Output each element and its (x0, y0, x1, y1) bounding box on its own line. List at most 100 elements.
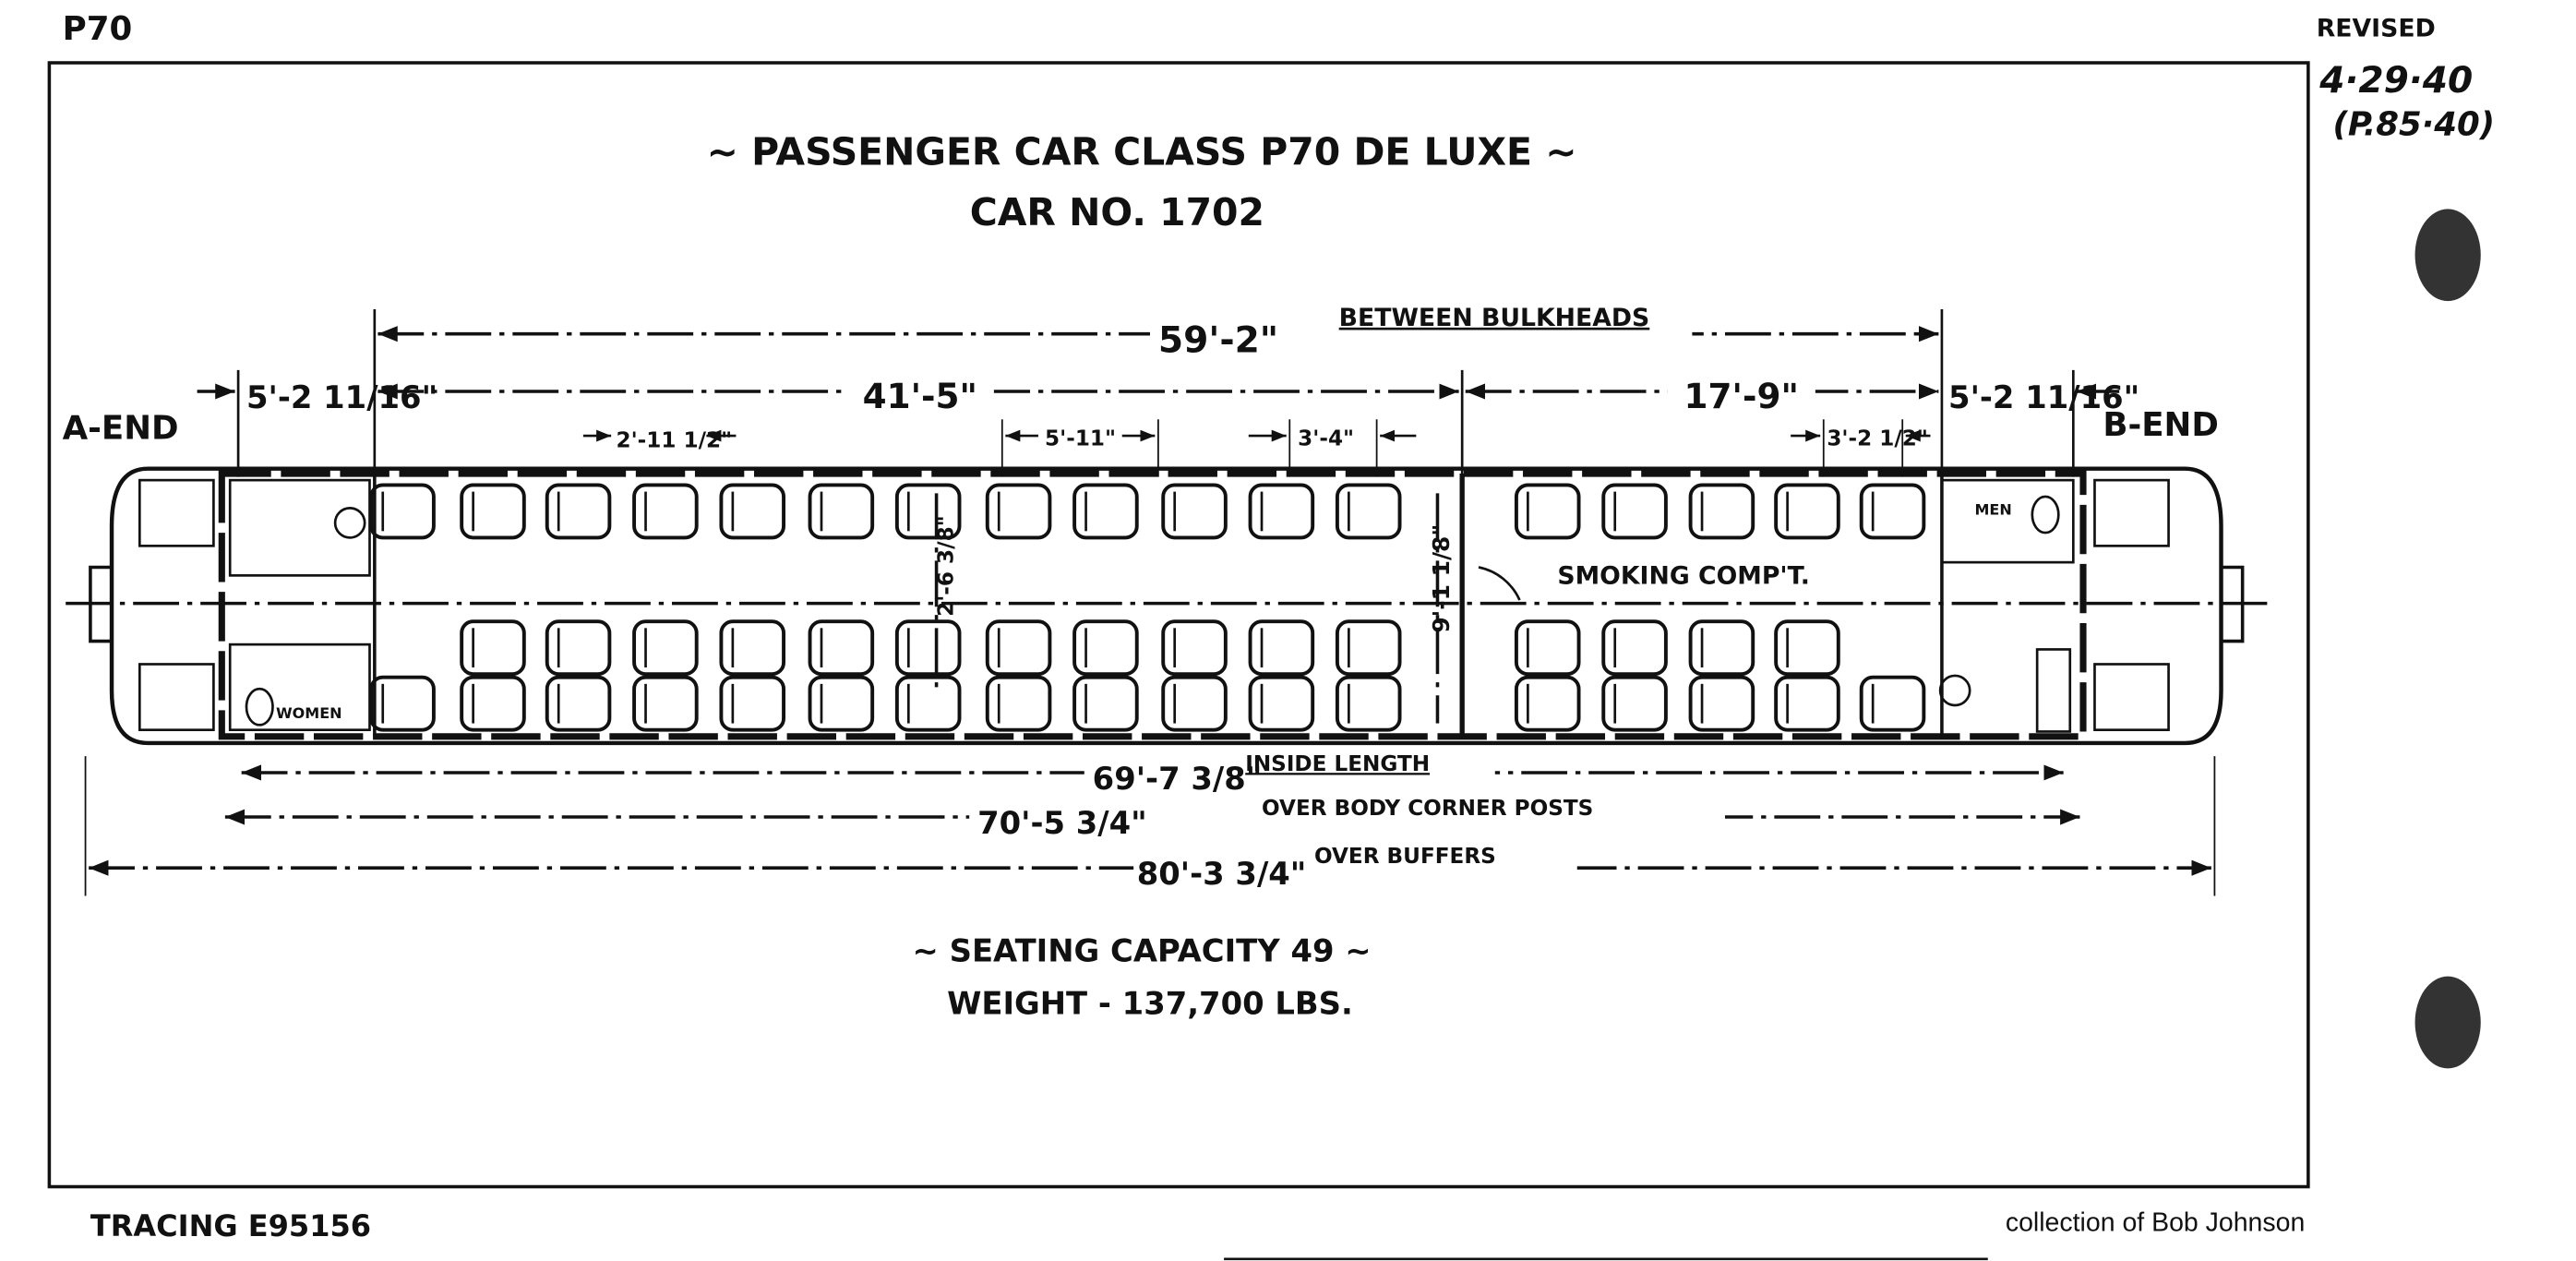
collection-credit: collection of Bob Johnson (2006, 1208, 2305, 1238)
b-end-label: B-END (2103, 406, 2218, 444)
svg-text:59'-2": 59'-2" (1158, 319, 1278, 361)
seat (1248, 619, 1315, 677)
seat (1335, 619, 1402, 677)
seat (460, 483, 526, 540)
seat (1774, 675, 1840, 732)
seat (460, 675, 526, 732)
dim-inside-length: 69'-7 3/8" INSIDE LENGTH (241, 750, 2064, 797)
seat (545, 675, 612, 732)
seat (369, 675, 436, 732)
seat (1601, 619, 1668, 677)
seat (1774, 619, 1840, 677)
seat (632, 483, 699, 540)
seating-capacity: ~ SEATING CAPACITY 49 ~ (913, 933, 1372, 969)
seat (808, 483, 875, 540)
vestibule-door (2093, 663, 2170, 732)
seat (1601, 483, 1668, 540)
revised-date: 4·29·40 (2318, 60, 2473, 102)
mens-room (1940, 478, 2075, 564)
seat (1072, 675, 1139, 732)
seat (894, 619, 962, 677)
seat (1688, 619, 1755, 677)
seat (545, 619, 612, 677)
svg-text:3'-2 1/2": 3'-2 1/2" (1827, 427, 1928, 451)
car-weight: WEIGHT - 137,700 LBS. (947, 986, 1353, 1022)
seat (808, 619, 875, 677)
svg-text:41'-5": 41'-5" (863, 376, 977, 416)
seat (719, 675, 786, 732)
seat (1601, 675, 1668, 732)
seat (1161, 675, 1228, 732)
svg-text:5'-2 11/16": 5'-2 11/16" (1948, 379, 2139, 415)
revised-ref: (P.85·40) (2333, 105, 2495, 143)
dim-body-corner-posts: 70'-5 3/4" OVER BODY CORNER POSTS (224, 792, 2080, 841)
svg-text:70'-5 3/4": 70'-5 3/4" (977, 805, 1147, 841)
smoking-compartment-label: SMOKING COMP'T. (1557, 561, 1809, 590)
svg-text:5'-2 11/16": 5'-2 11/16" (246, 379, 437, 415)
seat (1161, 619, 1228, 677)
womens-room-label: WOMEN (276, 704, 342, 722)
mens-room-label: MEN (1975, 501, 2012, 519)
svg-text:BETWEEN BULKHEADS: BETWEEN BULKHEADS (1339, 304, 1650, 332)
car-number: CAR NO. 1702 (970, 190, 1264, 234)
seat (1514, 675, 1581, 732)
dim-between-bulkheads: 59'-2" BETWEEN BULKHEADS (373, 304, 1944, 477)
tracing-number: TRACING E95156 (90, 1208, 371, 1243)
punch-hole-bottom (2414, 976, 2481, 1069)
seat (1072, 619, 1139, 677)
seat (1514, 619, 1581, 677)
svg-text:17'-9": 17'-9" (1684, 376, 1799, 416)
seat (1688, 675, 1755, 732)
seat (1335, 483, 1402, 540)
seat (1335, 675, 1402, 732)
svg-text:3'-4": 3'-4" (1298, 427, 1354, 451)
seat (894, 675, 962, 732)
vestibule-door (138, 663, 215, 732)
dim-seat-pitch: 2'-11 1/2" 5'-11" 3'-4" 3'-2 1/2" (582, 419, 1931, 477)
svg-text:OVER BODY CORNER POSTS: OVER BODY CORNER POSTS (1262, 797, 1593, 821)
car-body (66, 466, 2268, 746)
revised-label: REVISED (2317, 15, 2436, 43)
seat (1072, 483, 1139, 540)
seat (1859, 483, 1926, 540)
drawing-title: ~ PASSENGER CAR CLASS P70 DE LUXE ~ (707, 129, 1577, 174)
seat (719, 619, 786, 677)
inside-width-dim: 9'-1 1/8" (1428, 524, 1455, 633)
punch-hole-top (2414, 209, 2481, 302)
svg-text:5'-11": 5'-11" (1045, 427, 1116, 451)
seat (1248, 483, 1315, 540)
vestibule-door (2093, 478, 2170, 547)
seat (1248, 675, 1315, 732)
seat (460, 619, 526, 677)
seat (1859, 675, 1926, 732)
seat (1688, 483, 1755, 540)
seat (1514, 483, 1581, 540)
svg-text:80'-3 3/4": 80'-3 3/4" (1137, 856, 1307, 892)
dim-over-buffers: 80'-3 3/4" OVER BUFFERS (84, 756, 2216, 896)
seat (1774, 483, 1840, 540)
drawing-border (47, 61, 2310, 1189)
a-end-label: A-END (63, 410, 179, 448)
dim-sections: 5'-2 11/16" 41'-5" 17'-9" 5'-2 11/16" (197, 368, 2139, 477)
seat (719, 483, 786, 540)
lavatory-a (228, 478, 371, 577)
seat (545, 483, 612, 540)
seat (808, 675, 875, 732)
aisle-offset-dim: 2'-6 3/8" (934, 515, 958, 617)
seat (632, 675, 699, 732)
seat (632, 619, 699, 677)
seat (985, 483, 1052, 540)
seat (894, 483, 962, 540)
svg-text:69'-7 3/8": 69'-7 3/8" (1093, 761, 1263, 797)
svg-text:2'-11 1/2": 2'-11 1/2" (616, 429, 732, 453)
drawing-code: P70 (63, 10, 133, 48)
seat (985, 619, 1052, 677)
seat (1161, 483, 1228, 540)
vestibule-door (138, 478, 215, 547)
svg-text:INSIDE LENGTH: INSIDE LENGTH (1245, 752, 1430, 776)
seats (369, 483, 1926, 732)
svg-text:OVER BUFFERS: OVER BUFFERS (1314, 845, 1496, 869)
seat (369, 483, 436, 540)
seat (985, 675, 1052, 732)
